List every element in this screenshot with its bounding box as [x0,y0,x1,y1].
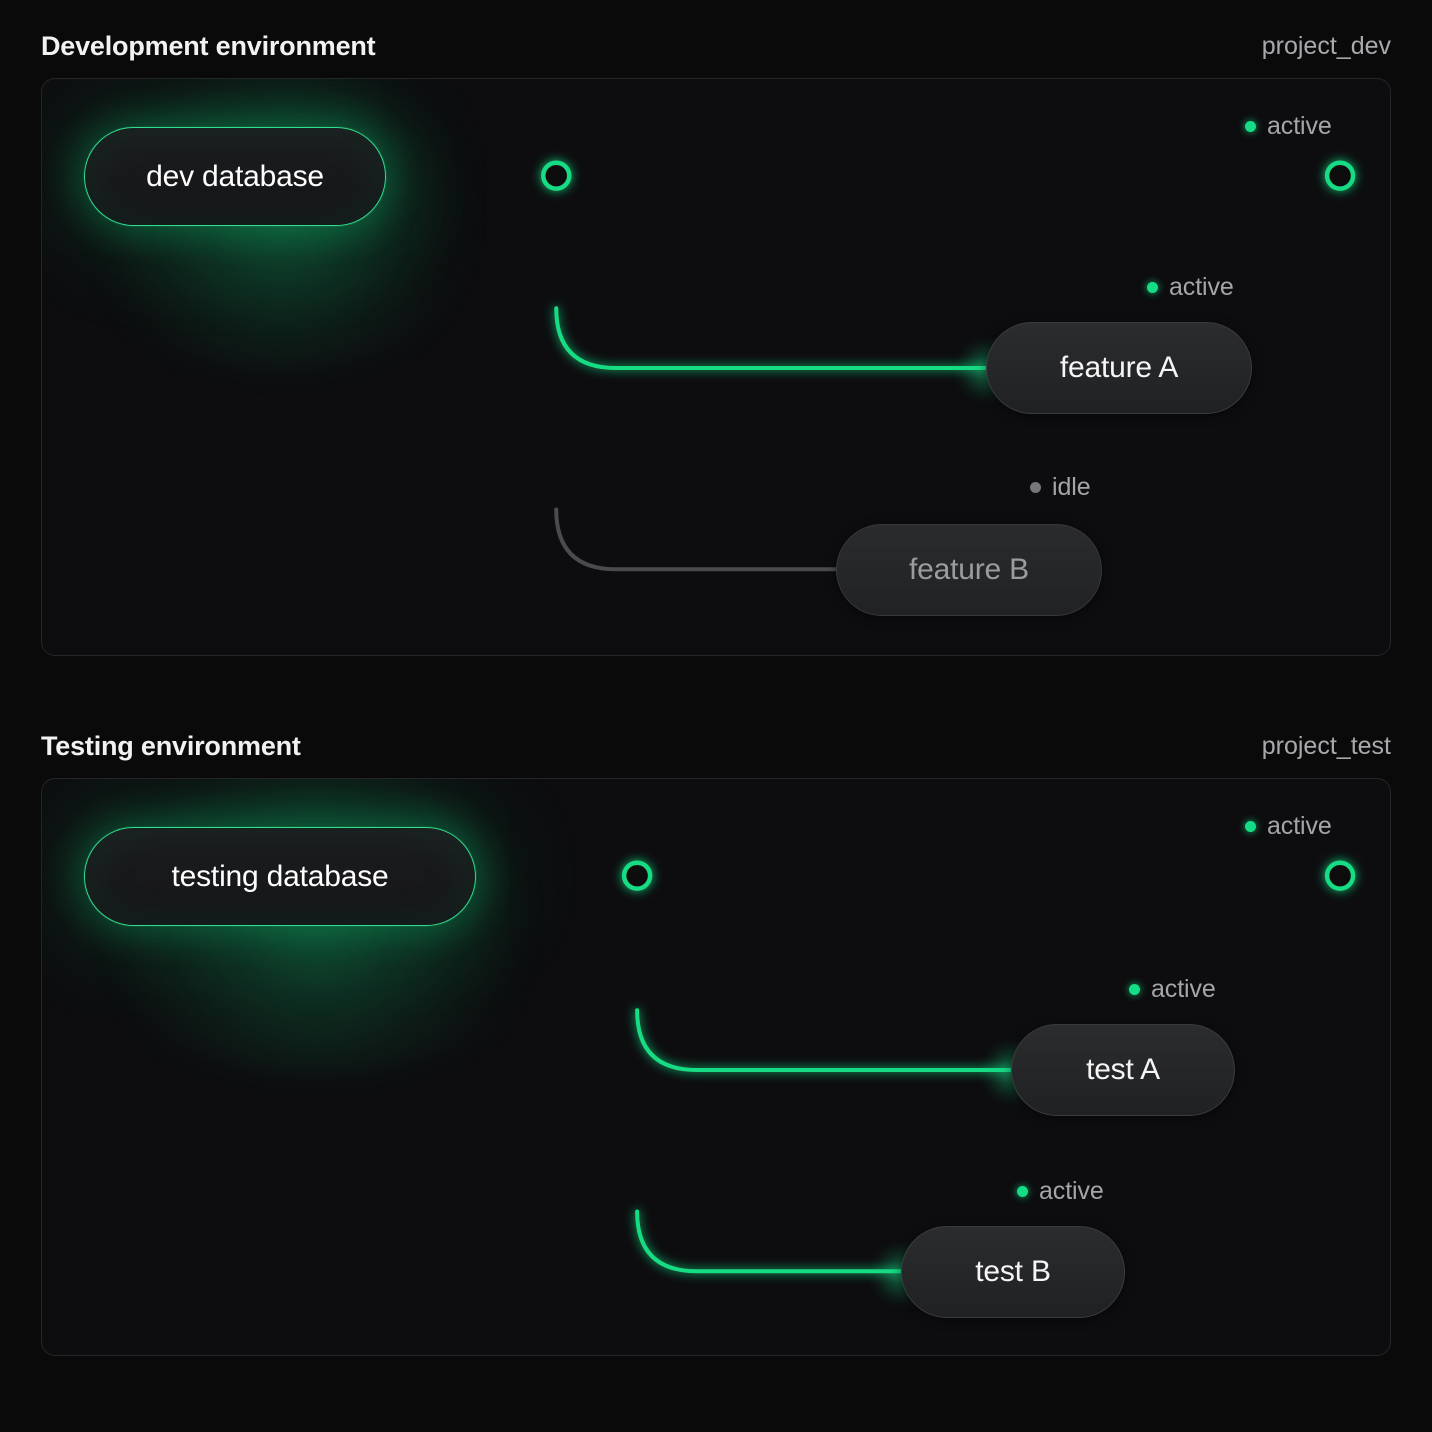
project-name-testing: project_test [1261,732,1391,760]
status-dot-active-icon [1017,1186,1028,1197]
junction-node-development[interactable] [541,160,572,191]
status-label-endpoint: active [1267,812,1332,840]
status-dot-active-icon [1147,282,1158,293]
status-label-test-a: active [1151,975,1216,1003]
node-test-b[interactable]: test B [901,1226,1125,1318]
status-badge-feature-b: idle [1030,475,1091,500]
section-header-testing: Testing environment project_test [41,700,1391,760]
edge-trunk-to-feature-a [554,306,988,370]
status-badge-endpoint-development: active [1245,114,1332,139]
edge-trunk-to-feature-b [554,507,838,572]
status-dot-idle-icon [1030,482,1041,493]
node-test-a-label: test A [1086,1053,1160,1086]
node-feature-a[interactable]: feature A [986,322,1252,414]
status-badge-endpoint-testing: active [1245,814,1332,839]
node-test-b-label: test B [975,1255,1051,1288]
node-feature-b[interactable]: feature B [836,524,1102,616]
endpoint-node-testing[interactable] [1324,860,1356,891]
status-badge-test-a: active [1129,977,1216,1002]
project-name-development: project_dev [1261,32,1391,60]
junction-node-testing[interactable] [621,860,653,891]
connection-graph-development [384,160,1356,572]
node-testing-database-label: testing database [171,859,389,893]
node-testing-database[interactable]: testing database [84,827,476,926]
edge-trunk-to-test-a [635,1008,1013,1072]
edge-trunk-to-test-b [635,1209,903,1274]
node-feature-b-label: feature B [909,553,1029,586]
status-badge-feature-a: active [1147,275,1234,300]
node-feature-a-label: feature A [1059,351,1179,384]
status-label-feature-b: idle [1052,473,1091,501]
node-test-a[interactable]: test A [1011,1024,1235,1116]
environment-card-development: dev database active feature A active fea… [41,78,1391,656]
environment-card-testing: testing database active test A active te… [41,778,1391,1356]
status-label-endpoint: active [1267,112,1332,140]
endpoint-node-development[interactable] [1324,160,1356,191]
node-dev-database[interactable]: dev database [84,127,386,226]
page-title-testing: Testing environment [41,731,301,761]
section-header-development: Development environment project_dev [41,0,1391,60]
connection-graph-testing [473,860,1356,1274]
page-title-development: Development environment [41,31,376,61]
section-testing: Testing environment project_test [0,700,1432,1356]
node-dev-database-label: dev database [146,159,324,193]
status-dot-active-icon [1245,821,1256,832]
status-label-feature-a: active [1169,273,1234,301]
status-dot-active-icon [1245,121,1256,132]
status-label-test-b: active [1039,1177,1104,1205]
status-dot-active-icon [1129,984,1140,995]
section-development: Development environment project_dev [0,0,1432,656]
status-badge-test-b: active [1017,1179,1104,1204]
